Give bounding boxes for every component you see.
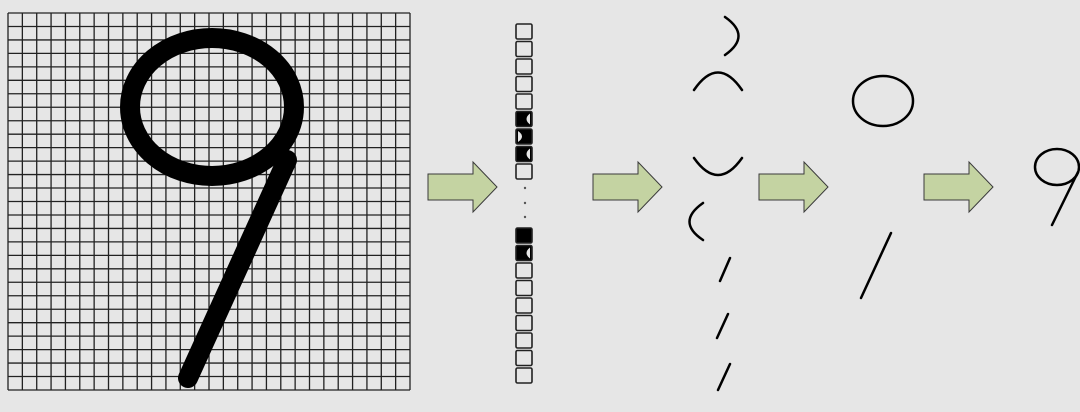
vector-ellipsis xyxy=(523,186,527,219)
vector-cell-empty xyxy=(515,93,533,110)
arc-left xyxy=(688,201,705,242)
tail-shape xyxy=(859,231,893,300)
vector-cell-empty xyxy=(515,332,533,349)
arc-bottom xyxy=(692,156,744,177)
input-digit-nine xyxy=(120,28,304,388)
pixel-grid xyxy=(7,12,411,391)
flattened-vector xyxy=(515,23,533,384)
vector-cell-empty xyxy=(515,367,533,384)
stroke-segment xyxy=(718,256,732,283)
edge-fragments xyxy=(688,15,744,392)
stroke-segment xyxy=(716,362,732,392)
vector-cell-filled-partial-right xyxy=(515,110,533,128)
arrow-right-icon xyxy=(427,160,498,214)
recognized-digit-nine xyxy=(1033,147,1080,227)
vector-cell-empty xyxy=(515,40,533,58)
arrow-right-icon xyxy=(923,160,994,214)
arrow-right-icon xyxy=(592,160,663,214)
vector-cell-empty xyxy=(515,349,533,367)
vector-cell-filled-partial-right xyxy=(515,244,533,262)
shape-parts xyxy=(851,74,915,300)
vector-cell-empty xyxy=(515,279,533,297)
vector-cell-empty xyxy=(515,297,533,314)
stroke-segment xyxy=(715,312,730,340)
arrow-right-icon xyxy=(758,160,829,214)
vector-cell-empty xyxy=(515,23,533,40)
vector-cell-filled-partial-right xyxy=(515,145,533,163)
arc-top xyxy=(692,71,744,92)
vector-cell-empty xyxy=(515,163,533,180)
vector-cell-empty xyxy=(515,262,533,279)
vector-cell-empty xyxy=(515,314,533,332)
vector-cell-empty xyxy=(515,75,533,93)
vector-cell-empty xyxy=(515,58,533,75)
vector-cell-filled xyxy=(515,227,533,244)
vector-cell-filled-partial-left xyxy=(515,128,533,145)
arc-right xyxy=(723,15,740,57)
loop-shape xyxy=(851,74,915,128)
